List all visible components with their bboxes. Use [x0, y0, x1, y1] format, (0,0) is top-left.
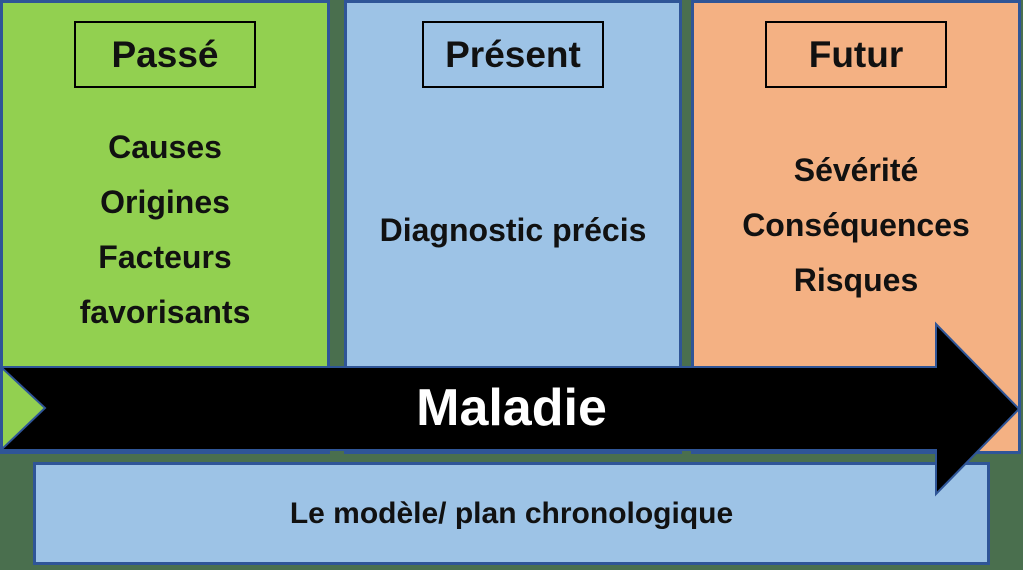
footer-label: Le modèle/ plan chronologique [289, 496, 734, 530]
panel-present-item: Diagnostic précis [379, 212, 647, 248]
panel-passe-title-box: Passé [74, 21, 256, 88]
panel-passe-item: Causes [108, 129, 222, 165]
panel-present-title-box: Présent [422, 21, 604, 88]
panel-present-body: Diagnostic précis [347, 203, 679, 258]
footer-bar: Le modèle/ plan chronologique [33, 462, 990, 565]
panel-futur-title: Futur [808, 33, 904, 75]
panel-passe-body: Causes Origines Facteurs favorisants [3, 120, 327, 340]
panel-futur-item: Conséquences [742, 207, 970, 243]
panel-futur-item: Sévérité [793, 152, 919, 188]
panel-futur-item: Risques [793, 262, 919, 298]
panel-futur-title-box: Futur [765, 21, 947, 88]
arrow-label: Maladie [416, 379, 607, 437]
panel-passe-title: Passé [111, 33, 219, 75]
panel-present-title: Présent [445, 33, 581, 75]
panel-futur-body: Sévérité Conséquences Risques [694, 143, 1018, 308]
panel-passe-item: Facteurs [98, 239, 232, 275]
panel-passe-item: favorisants [79, 294, 251, 330]
panel-passe-item: Origines [100, 184, 230, 220]
